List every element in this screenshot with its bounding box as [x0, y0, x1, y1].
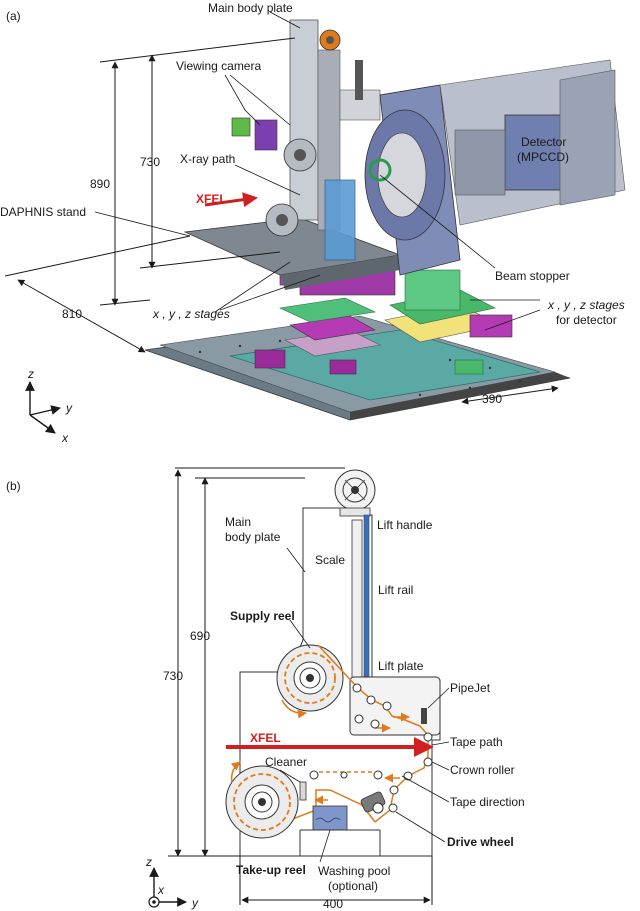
washing-pool [299, 805, 381, 856]
label-optional: (optional) [328, 879, 378, 893]
dim-730-b: 730 [163, 669, 183, 683]
axis-triad-b: z x y [145, 855, 199, 910]
panel-b-label: (b) [6, 479, 21, 493]
panel-b: (b) [6, 467, 525, 911]
label-viewing-camera: Viewing camera [176, 59, 261, 73]
label-pipejet: PipeJet [450, 681, 491, 695]
label-for-detector: for detector [556, 313, 617, 327]
label-body-plate: body plate [225, 530, 281, 544]
leader-lines-b [279, 547, 450, 863]
crown-roller-top [423, 732, 433, 742]
dimension-lines-b [168, 467, 433, 905]
axis-y-a: y [65, 401, 73, 415]
pipejet-nozzle [421, 708, 427, 724]
detector [364, 59, 626, 276]
label-main-body-plate: Main body plate [208, 1, 293, 15]
label-lift-handle: Lift handle [377, 518, 433, 532]
label-lift-rail: Lift rail [378, 583, 413, 597]
panel-a-label: (a) [6, 9, 21, 23]
label-xyz-stages: x , y , z stages [152, 307, 230, 321]
dimension-lines-a [4, 37, 559, 405]
label-xfel-b: XFEL [250, 731, 281, 745]
label-scale: Scale [315, 553, 345, 567]
axis-x-a: x [61, 431, 69, 445]
label-tape-direction: Tape direction [450, 795, 525, 809]
leader-lines-a [94, 11, 541, 331]
lift-plate [349, 676, 441, 736]
label-tape-path: Tape path [450, 735, 503, 749]
label-detector-mpccd: (MPCCD) [517, 150, 569, 164]
axis-y-b: y [191, 896, 199, 910]
crown-roller-bottom [423, 757, 433, 767]
label-xyz-stages-detector: x , y , z stages [547, 298, 625, 312]
xfel-arrow-a [204, 192, 258, 208]
label-crown-roller: Crown roller [450, 763, 515, 777]
label-washing-pool: Washing pool [318, 864, 390, 878]
label-take-up-reel: Take-up reel [236, 863, 306, 877]
label-beam-stopper: Beam stopper [495, 269, 570, 283]
take-up-reel [225, 761, 299, 839]
lift-handle [334, 469, 376, 517]
scale-bar [351, 519, 363, 681]
detector-stages [384, 269, 513, 375]
label-main: Main [225, 515, 251, 529]
dim-390: 390 [482, 392, 502, 406]
panel-a: (a) [0, 1, 626, 445]
cleaner [299, 781, 307, 801]
label-xfel-a: XFEL [196, 192, 227, 206]
supply-reel [276, 644, 344, 719]
dim-890: 890 [90, 177, 110, 191]
main-body-plate [231, 19, 381, 261]
axis-triad-a: z y x [25, 367, 73, 445]
drive-wheel [360, 791, 386, 814]
label-detector: Detector [521, 135, 566, 149]
dim-730-a: 730 [140, 155, 160, 169]
dim-400: 400 [323, 897, 343, 911]
rollers [309, 683, 433, 813]
axis-z-b: z [145, 855, 152, 869]
axis-x-b: x [157, 883, 165, 897]
label-daphnis-stand: DAPHNIS stand [0, 205, 86, 219]
axis-z-a: z [27, 367, 34, 381]
dim-810: 810 [62, 307, 82, 321]
label-lift-plate: Lift plate [378, 659, 424, 673]
label-drive-wheel: Drive wheel [447, 835, 514, 849]
dim-690: 690 [190, 629, 210, 643]
label-supply-reel: Supply reel [230, 609, 295, 623]
label-xray-path: X-ray path [180, 152, 235, 166]
label-cleaner: Cleaner [265, 755, 307, 769]
